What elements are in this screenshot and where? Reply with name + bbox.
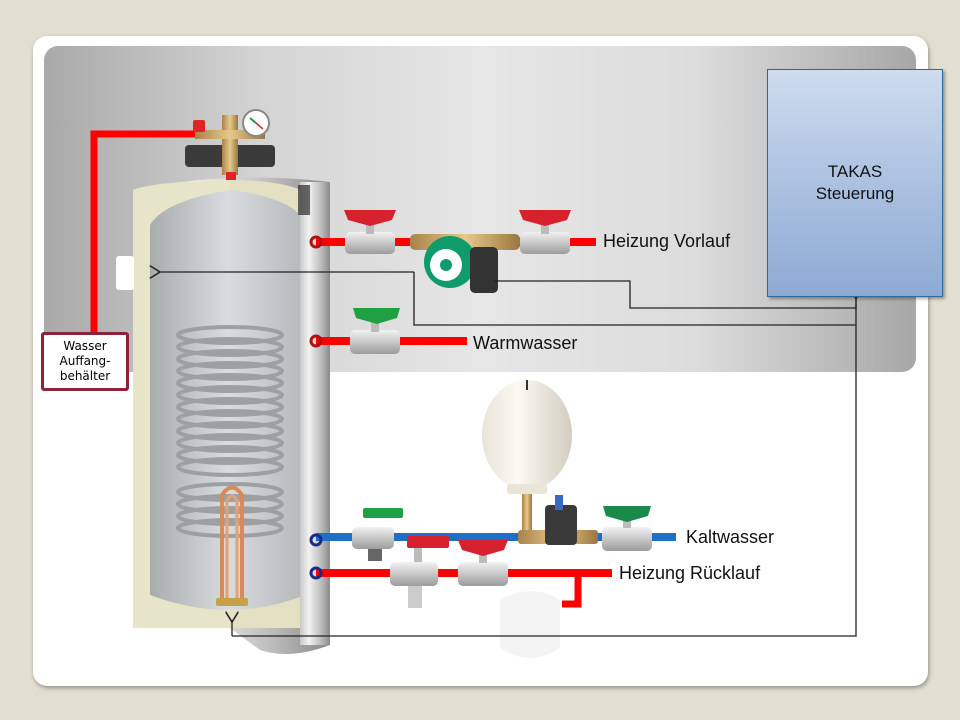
catch-tank-line3: behälter — [59, 369, 111, 383]
ball-valve-green — [602, 506, 652, 551]
heating-flow-line — [309, 210, 596, 293]
tank-sensor-line — [413, 272, 856, 326]
ball-valve-red — [458, 540, 508, 586]
heating-return-line — [309, 536, 612, 658]
ball-valve-drain-green — [352, 508, 403, 561]
ball-valve-red — [519, 210, 571, 254]
pressure-gauge-icon — [242, 109, 270, 137]
cold-water-line — [309, 380, 676, 561]
heating-coil — [176, 325, 284, 538]
label-heating-return: Heizung Rücklauf — [619, 563, 761, 583]
catch-tank-line1: Wasser — [63, 339, 107, 353]
label-cold-water: Kaltwasser — [686, 527, 775, 547]
catch-tank-box: Wasser Auffang- behälter — [41, 332, 129, 391]
controller-subtitle: Steuerung — [815, 184, 895, 203]
controller-title: TAKAS — [827, 162, 883, 181]
ball-valve-red — [344, 210, 396, 254]
white-sensor-tab — [116, 256, 134, 290]
catch-tank-line2: Auffang- — [59, 354, 111, 368]
safety-valve-group — [518, 495, 598, 545]
ball-valve-green — [350, 308, 400, 354]
signal-lines — [160, 272, 857, 637]
hot-water-line — [309, 308, 467, 354]
pump-signal-line — [494, 280, 856, 309]
controller-box: TAKAS Steuerung — [767, 69, 943, 297]
safety-group — [185, 109, 275, 180]
drain-pipe — [90, 130, 200, 333]
label-hot-water: Warmwasser — [473, 333, 578, 353]
electric-heater — [216, 485, 248, 606]
ball-valve-drain-red — [390, 536, 449, 608]
storage-tank — [133, 177, 330, 654]
expansion-vessel-drinking-water — [482, 380, 572, 534]
circulation-pump — [410, 234, 520, 293]
heater-signal-line — [232, 298, 857, 637]
expansion-vessel-heating — [500, 591, 560, 658]
label-heating-flow: Heizung Vorlauf — [603, 231, 731, 251]
